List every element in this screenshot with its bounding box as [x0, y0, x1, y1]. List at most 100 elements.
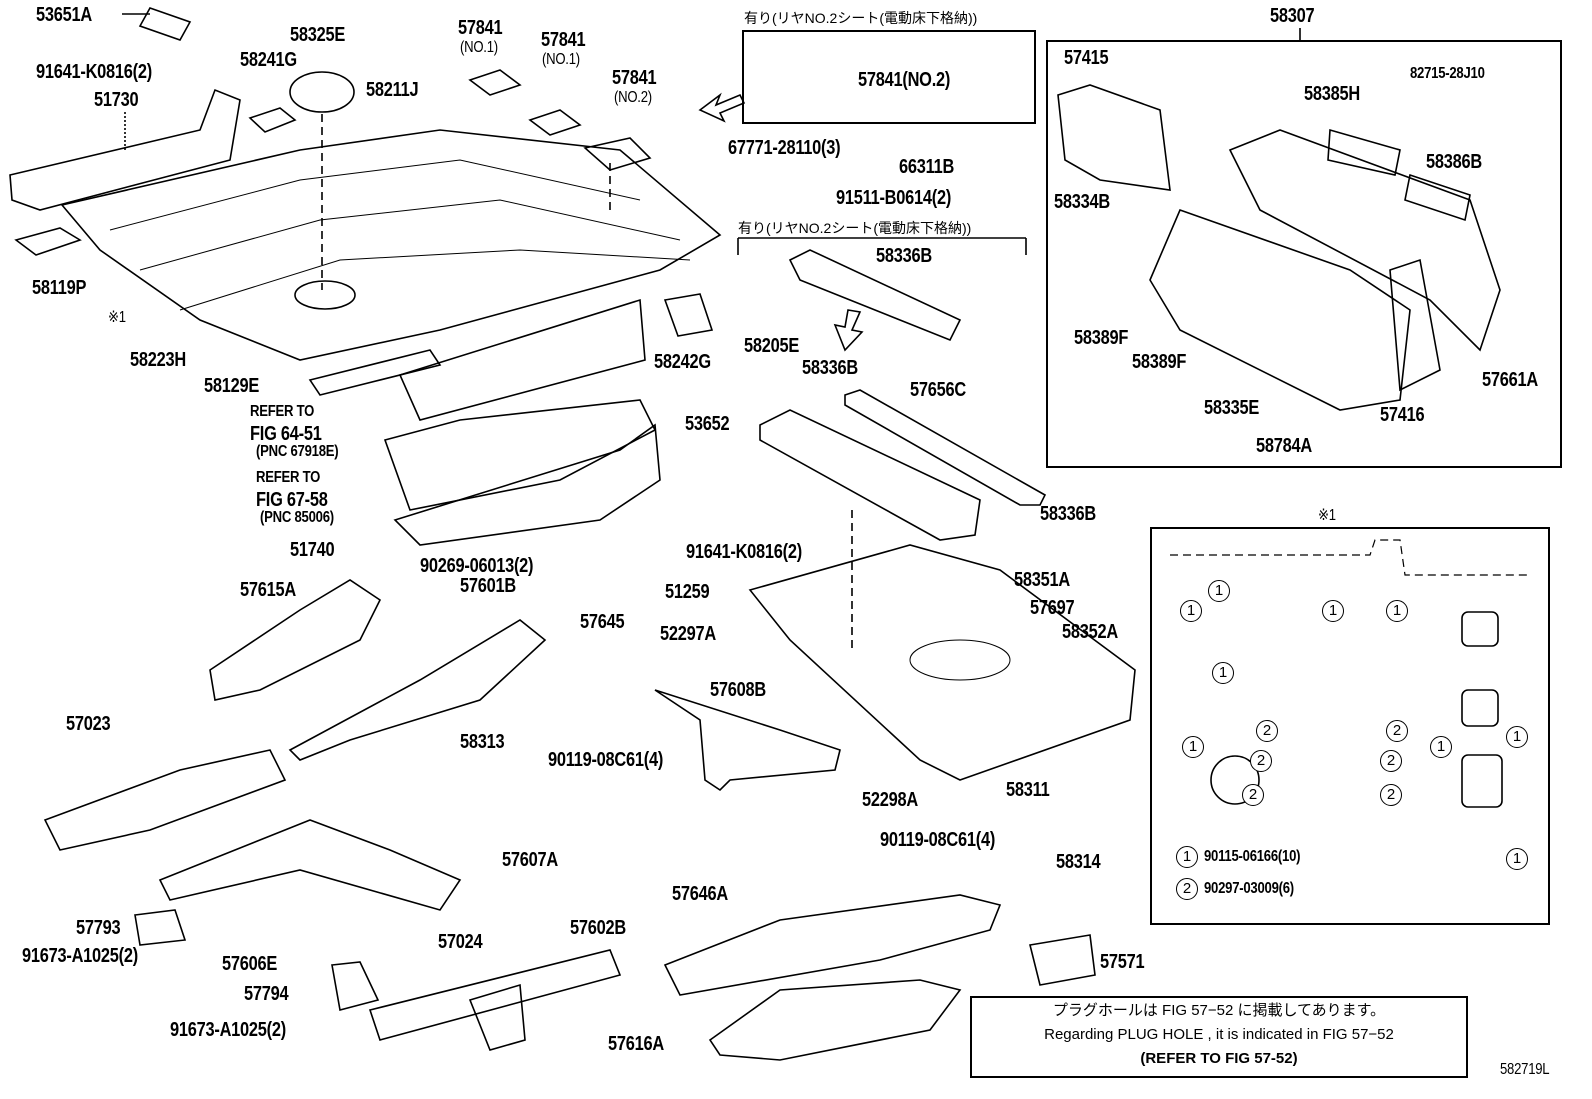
part-callout[interactable]: 58314 [1056, 851, 1101, 873]
floor-pan-58211J [60, 129, 722, 361]
part-callout[interactable]: 57615A [240, 579, 296, 601]
plug-hole-note: プラグホールは FIG 57−52 に掲載してあります。 Regarding P… [970, 996, 1468, 1078]
part-callout[interactable]: 53652 [685, 413, 730, 435]
part-callout[interactable]: 57416 [1380, 404, 1425, 426]
part-callout[interactable]: 58307 [1270, 5, 1315, 27]
marker-1: 1 [1212, 662, 1234, 684]
part-callout[interactable]: 51730 [94, 89, 139, 111]
part-callout[interactable]: 58386B [1426, 151, 1482, 173]
reference-mark: ※1 [108, 309, 126, 326]
part-callout[interactable]: 53651A [36, 4, 92, 26]
part-callout[interactable]: 52298A [862, 789, 918, 811]
side-member-57616A [708, 979, 962, 1061]
legend-part[interactable]: 90297-03009(6) [1204, 880, 1294, 897]
marker-2: 2 [1380, 784, 1402, 806]
part-callout[interactable]: 57023 [66, 713, 111, 735]
part-callout[interactable]: 58223H [130, 349, 186, 371]
marker-1: 1 [1182, 736, 1204, 758]
refer-fig-link[interactable]: FIG 67-58 [256, 489, 328, 511]
marker-1: 1 [1506, 726, 1528, 748]
part-callout[interactable]: 66311B [899, 156, 955, 178]
part-callout[interactable]: 91673-A1025(2) [170, 1019, 287, 1041]
rail-57608B [654, 689, 841, 792]
part-callout[interactable]: 57415 [1064, 47, 1109, 69]
part-callout[interactable]: 58389F [1074, 327, 1129, 349]
note-reference-link[interactable]: (REFER TO FIG 57-52) [1140, 1050, 1298, 1067]
part-callout[interactable]: 57602B [570, 917, 626, 939]
part-callout[interactable]: 58334B [1054, 191, 1110, 213]
marker-1: 1 [1430, 736, 1452, 758]
part-callout[interactable]: 67771-28110(3) [728, 137, 841, 159]
marker-2: 2 [1380, 750, 1402, 772]
part-callout[interactable]: 57645 [580, 611, 625, 633]
part-callout[interactable]: 91641-K0816(2) [36, 61, 153, 83]
part-callout[interactable]: 58336B [876, 245, 932, 267]
part-callout[interactable]: 57606E [222, 953, 278, 975]
part-callout[interactable]: 91673-A1025(2) [22, 945, 139, 967]
refer-pnc: (PNC 85006) [260, 509, 334, 526]
part-callout[interactable]: 57601B [460, 575, 516, 597]
note-english: Regarding PLUG HOLE , it is indicated in… [1044, 1026, 1394, 1043]
part-callout[interactable]: 57794 [244, 983, 289, 1005]
part-callout[interactable]: 57024 [438, 931, 483, 953]
part-callout[interactable]: 58205E [744, 335, 800, 357]
part-callout[interactable]: 58129E [204, 375, 260, 397]
part-callout[interactable]: 82715-28J10 [1410, 65, 1485, 82]
side-member-57615A [209, 579, 382, 701]
rail-57601B [288, 619, 547, 761]
part-callout[interactable]: 91511-B0614(2) [836, 187, 952, 209]
part-variant: (NO.2) [614, 89, 652, 106]
part-callout[interactable]: 90119-08C61(4) [880, 829, 996, 851]
side-member-51730 [9, 88, 241, 211]
marker-1: 1 [1386, 600, 1408, 622]
part-callout[interactable]: 58385H [1304, 83, 1360, 105]
part-callout[interactable]: 58352A [1062, 621, 1118, 643]
legend-marker: 1 [1176, 846, 1198, 868]
part-callout[interactable]: 57841 [612, 67, 657, 89]
marker-1: 1 [1322, 600, 1344, 622]
part-callout[interactable]: 57656C [910, 379, 966, 401]
part-variant: (NO.1) [460, 39, 498, 56]
assembly-box-58307 [1046, 40, 1562, 468]
panel-57415 [1057, 84, 1171, 191]
part-callout[interactable]: 58242G [654, 351, 711, 373]
part-callout[interactable]: 58335E [1204, 397, 1260, 419]
part-callout[interactable]: 58351A [1014, 569, 1070, 591]
part-callout[interactable]: 51259 [665, 581, 710, 603]
part-callout[interactable]: 57841 [458, 17, 503, 39]
refer-fig-link[interactable]: FIG 64-51 [250, 423, 322, 445]
part-callout[interactable]: 57793 [76, 917, 121, 939]
marker-1: 1 [1180, 600, 1202, 622]
part-callout[interactable]: 57841(NO.2) [858, 69, 951, 91]
part-callout[interactable]: 58313 [460, 731, 505, 753]
part-callout[interactable]: 57841 [541, 29, 586, 51]
part-callout[interactable]: 58336B [1040, 503, 1096, 525]
part-callout[interactable]: 57608B [710, 679, 766, 701]
part-callout[interactable]: 51740 [290, 539, 335, 561]
part-callout[interactable]: 58311 [1006, 779, 1050, 801]
part-callout[interactable]: 91641-K0816(2) [686, 541, 803, 563]
part-callout[interactable]: 52297A [660, 623, 716, 645]
part-callout[interactable]: 57607A [502, 849, 558, 871]
part-callout[interactable]: 90119-08C61(4) [548, 749, 664, 771]
part-callout[interactable]: 58784A [1256, 435, 1312, 457]
part-callout[interactable]: 58389F [1132, 351, 1187, 373]
part-callout[interactable]: 57571 [1100, 951, 1145, 973]
marker-2: 2 [1386, 720, 1408, 742]
part-callout[interactable]: 58241G [240, 49, 297, 71]
part-callout[interactable]: 58336B [802, 357, 858, 379]
part-callout[interactable]: 57661A [1482, 369, 1538, 391]
illustration-id: 582719L [1500, 1061, 1550, 1078]
legend-part[interactable]: 90115-06166(10) [1204, 848, 1301, 865]
crossmember-57024 [368, 949, 622, 1041]
part-callout[interactable]: 58325E [290, 24, 346, 46]
option-header: 有り(リヤNO.2シート(電動床下格納)) [744, 10, 978, 26]
part-callout[interactable]: 57616A [608, 1033, 664, 1055]
part-callout[interactable]: 58119P [32, 277, 87, 299]
back-panel-58307 [1149, 208, 1411, 411]
part-callout[interactable]: 58211J [366, 79, 419, 101]
part-callout[interactable]: 90269-06013(2) [420, 555, 534, 577]
part-callout[interactable]: 57646A [672, 883, 728, 905]
part-callout[interactable]: 57697 [1030, 597, 1075, 619]
